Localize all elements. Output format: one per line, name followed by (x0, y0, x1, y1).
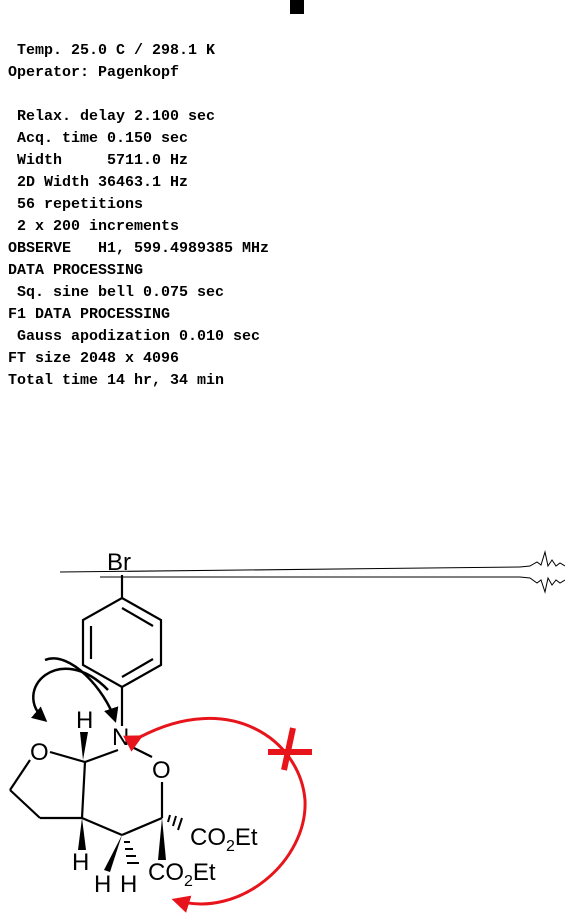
ring-fusion-bond (80, 761, 87, 819)
wedge-bond-h-top (80, 732, 88, 760)
parameter-line: Width 5711.0 Hz (8, 152, 189, 169)
parameter-line: Operator: Pagenkopf (8, 64, 180, 81)
ester1-label: CO2Et (190, 824, 258, 855)
parameter-line: Total time 14 hr, 34 min (8, 372, 225, 389)
nitrogen-label: N (112, 724, 129, 751)
ch2-ch2-bond (9, 789, 41, 819)
cropped-header (0, 0, 565, 30)
h-ch2-2-label: H (120, 871, 137, 898)
n-c-bond (84, 748, 119, 764)
parameter-line: F1 DATA PROCESSING (8, 306, 171, 323)
black-curved-arrow-left (31, 667, 109, 722)
wedge-bond-ch2-h1 (104, 835, 122, 872)
h-ch2-1-label: H (94, 871, 111, 898)
parameter-line: 2 x 200 increments (8, 218, 180, 235)
parameter-line: Relax. delay 2.100 sec (8, 108, 216, 125)
wedge-bond-h-bottom (78, 818, 86, 850)
ester2-label: CO2Et (148, 859, 216, 890)
parameter-line: 56 repetitions (8, 196, 144, 213)
black-curved-arrow-right (44, 657, 119, 723)
parameter-line: OBSERVE H1, 599.4989385 MHz (8, 240, 270, 257)
h-top-label: H (76, 707, 93, 734)
red-cross-mark (268, 727, 312, 771)
parameter-line: Temp. 25.0 C / 298.1 K (8, 42, 216, 59)
hashed-bond-ester1 (167, 814, 183, 831)
red-noe-arrow (123, 717, 307, 913)
parameter-line: Sq. sine bell 0.075 sec (8, 284, 225, 301)
spectrum-trace (59, 550, 565, 594)
ch-ch2-bond (81, 816, 123, 837)
parameter-line: FT size 2048 x 4096 (8, 350, 180, 367)
o-c-anomeric-bond (49, 750, 86, 764)
benzene-ring (81, 596, 163, 689)
parameter-line: Acq. time 0.150 sec (8, 130, 189, 147)
cropped-header-glyph (290, 0, 304, 14)
hashed-bond-ch2-h2 (124, 841, 139, 864)
h-bottom-left-label: H (72, 849, 89, 876)
wedge-bond-ester2 (158, 818, 166, 860)
oxygen-furan-label: O (30, 739, 49, 766)
oxygen-ring-label: O (152, 757, 171, 784)
ch2-cq-bond (121, 816, 163, 837)
parameter-line: 2D Width 36463.1 Hz (8, 174, 189, 191)
parameter-line: DATA PROCESSING (8, 262, 144, 279)
n-o-bond (131, 746, 153, 758)
parameter-line: Gauss apodization 0.010 sec (8, 328, 261, 345)
bromine-label: Br (107, 549, 131, 576)
o-ch2-bond (9, 759, 31, 791)
